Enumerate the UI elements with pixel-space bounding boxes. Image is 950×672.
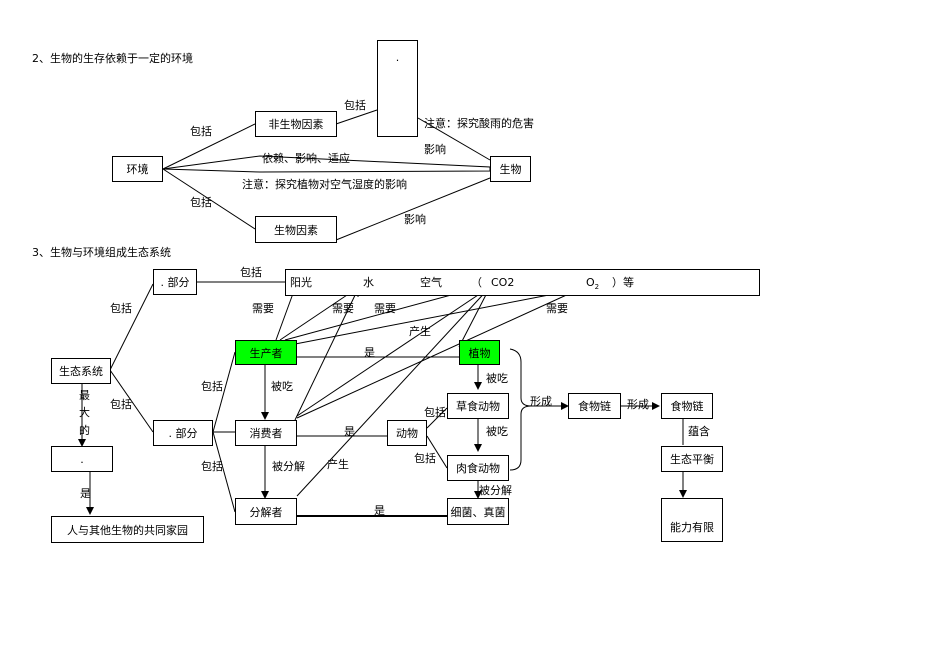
o2-sub: 2: [594, 283, 600, 292]
consumer-box: 消费者: [235, 420, 297, 446]
label-contain: 蕴含: [688, 425, 710, 438]
label-influence1: 影响: [424, 143, 446, 156]
balance-box: 生态平衡: [661, 446, 723, 472]
label-eaten3: 被吃: [486, 425, 508, 438]
food-chain-box: 食物链: [568, 393, 621, 419]
label-influence2: 影响: [404, 213, 426, 226]
plant-box: 植物: [459, 340, 500, 365]
common-home-box: 人与其他生物的共同家园: [51, 516, 204, 543]
bacteria-fungi-box: 细菌、真菌: [447, 498, 509, 525]
producer-box: 生产者: [235, 340, 297, 365]
label-depend: 依赖、影响、适应: [262, 152, 350, 165]
label-include-g: 包括: [201, 460, 223, 473]
co2-label: CO2: [491, 276, 515, 289]
animal-box: 动物: [387, 420, 427, 446]
etc-label: ）等: [612, 276, 634, 289]
biotic-factor-box: 生物因素: [255, 216, 337, 243]
decomposer-box: 分解者: [235, 498, 297, 525]
sunlight-label: 阳光: [290, 276, 312, 289]
section3-heading: 3、生物与环境组成生态系统: [32, 246, 171, 259]
label-include-f: 包括: [414, 452, 436, 465]
air-label: 空气: [420, 276, 442, 289]
label-include-e: 包括: [424, 406, 446, 419]
label-is3: 是: [374, 504, 385, 517]
label-need3: 需要: [374, 302, 396, 315]
label-need2: 需要: [332, 302, 354, 315]
carnivore-box: 肉食动物: [447, 455, 509, 481]
vertical-char-2: 大: [79, 406, 90, 419]
o2-o: O: [586, 276, 595, 289]
label-eaten2: 被吃: [486, 372, 508, 385]
label-include-c: 包括: [201, 380, 223, 393]
label-need4: 需要: [546, 302, 568, 315]
label-include1: 包括: [344, 99, 366, 112]
part1-box: . 部分: [153, 269, 197, 295]
organism-box: 生物: [490, 156, 531, 182]
label-decomposed1: 被分解: [272, 460, 305, 473]
label-include3: 包括: [190, 196, 212, 209]
label-form2: 形成: [627, 398, 649, 411]
abiotic-factor-box: 非生物因素: [255, 111, 337, 137]
note-acid-rain: 注意：探究酸雨的危害: [424, 117, 534, 130]
label-form1: 形成: [530, 395, 552, 408]
vertical-char-1: 最: [79, 389, 90, 402]
herbivore-box: 草食动物: [447, 393, 509, 419]
label-is2: 是: [344, 425, 355, 438]
vertical-char-3: 的: [79, 424, 90, 437]
label-produce1: 产生: [409, 325, 431, 338]
label-need1: 需要: [252, 302, 274, 315]
label-include-d: 包括: [110, 398, 132, 411]
label-is-home: 是: [80, 487, 91, 500]
section2-heading: 2、生物的生存依赖于一定的环境: [32, 52, 193, 65]
label-include2: 包括: [190, 125, 212, 138]
label-eaten1: 被吃: [271, 380, 293, 393]
blank-box: .: [377, 40, 418, 137]
water-label: 水: [363, 276, 374, 289]
ecosystem-box: 生态系统: [51, 358, 111, 384]
label-include-a: 包括: [240, 266, 262, 279]
label-is1: 是: [364, 346, 375, 359]
paren-open: （: [471, 276, 482, 289]
label-produce2: 产生: [327, 458, 349, 471]
label-include-b: 包括: [110, 302, 132, 315]
abiotic-elements-row: 阳光 水 空气 （ CO2 O2 ）等: [285, 269, 760, 296]
label-decomposed2: 被分解: [479, 484, 512, 497]
part2-box: . 部分: [153, 420, 213, 446]
biggest-box: .: [51, 446, 113, 472]
o2-label: O2: [586, 276, 599, 294]
limited-capacity-box: 能力有限: [661, 498, 723, 542]
food-web-box: 食物链: [661, 393, 713, 419]
note-humidity: 注意：探究植物对空气湿度的影响: [242, 178, 407, 191]
environment-box: 环境: [112, 156, 163, 182]
blank-dot: .: [395, 51, 400, 64]
